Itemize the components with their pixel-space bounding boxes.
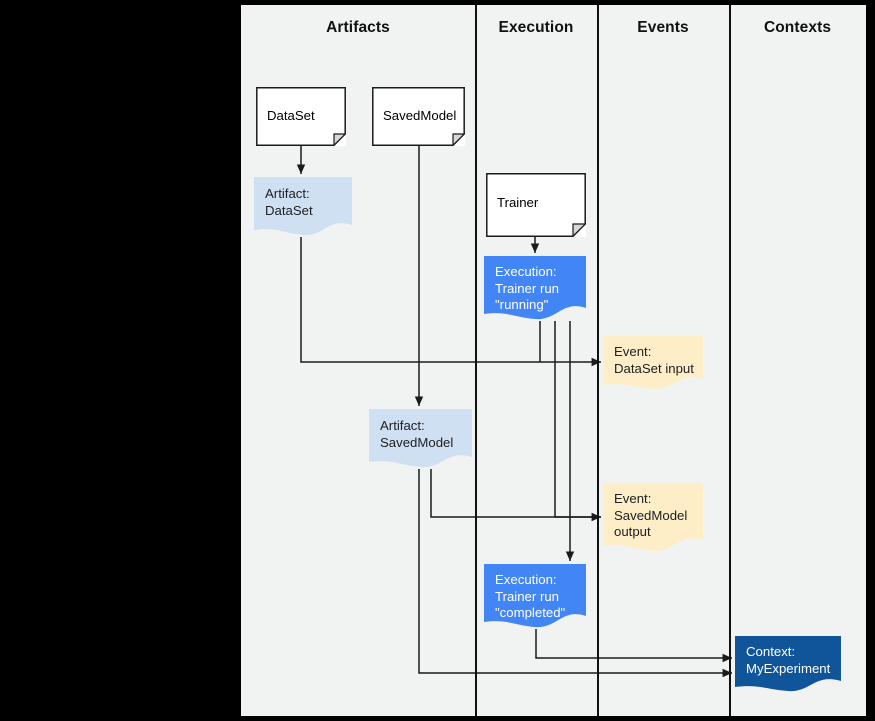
node-label: Trainer <box>497 195 539 210</box>
node-label: Artifact: SavedModel <box>380 418 454 450</box>
column-header-contexts: Contexts <box>763 19 832 36</box>
swimlane-board: Artifacts Execution Events Contexts Data… <box>241 5 866 716</box>
node-savedmodel-type[interactable]: SavedModel <box>372 87 465 146</box>
node-artifact-savedmodel[interactable]: Artifact: SavedModel <box>369 409 472 469</box>
connector-layer <box>296 146 732 678</box>
node-label: Execution: Trainer run "running" <box>495 264 560 313</box>
edge-execution-running-to-event-output <box>554 321 601 522</box>
column-divider-contexts <box>729 5 731 716</box>
node-artifact-dataset[interactable]: Artifact: DataSet <box>254 177 352 237</box>
edge-artifact-savedmodel-to-event-output <box>430 469 601 518</box>
node-label: SavedModel <box>383 108 457 123</box>
node-label: Artifact: DataSet <box>265 186 313 218</box>
edge-artifact-dataset-to-event <box>300 237 601 367</box>
node-label: Event: DataSet input <box>614 344 694 376</box>
column-header-execution: Execution <box>498 19 574 36</box>
node-label: Context: MyExperiment <box>746 644 831 676</box>
column-divider-execution <box>475 5 477 716</box>
node-trainer-type[interactable]: Trainer <box>486 173 586 237</box>
node-label: Execution: Trainer run "completed" <box>495 572 566 621</box>
node-label: DataSet <box>267 108 315 123</box>
node-label: Event: SavedModel output <box>614 491 688 540</box>
column-header-events: Events <box>637 19 689 36</box>
column-divider-events <box>597 5 599 716</box>
node-context-myexperiment[interactable]: Context: MyExperiment <box>735 636 841 693</box>
node-dataset-type[interactable]: DataSet <box>256 87 346 146</box>
column-header-artifacts: Artifacts <box>326 19 390 36</box>
node-event-dataset-input[interactable]: Event: DataSet input <box>603 336 703 391</box>
edge-artifact-savedmodel-to-context <box>418 469 732 678</box>
edge-execution-completed-to-context <box>535 629 732 663</box>
node-event-savedmodel-output[interactable]: Event: SavedModel output <box>603 483 703 553</box>
node-execution-running[interactable]: Execution: Trainer run "running" <box>484 256 586 321</box>
node-execution-completed[interactable]: Execution: Trainer run "completed" <box>484 564 586 629</box>
